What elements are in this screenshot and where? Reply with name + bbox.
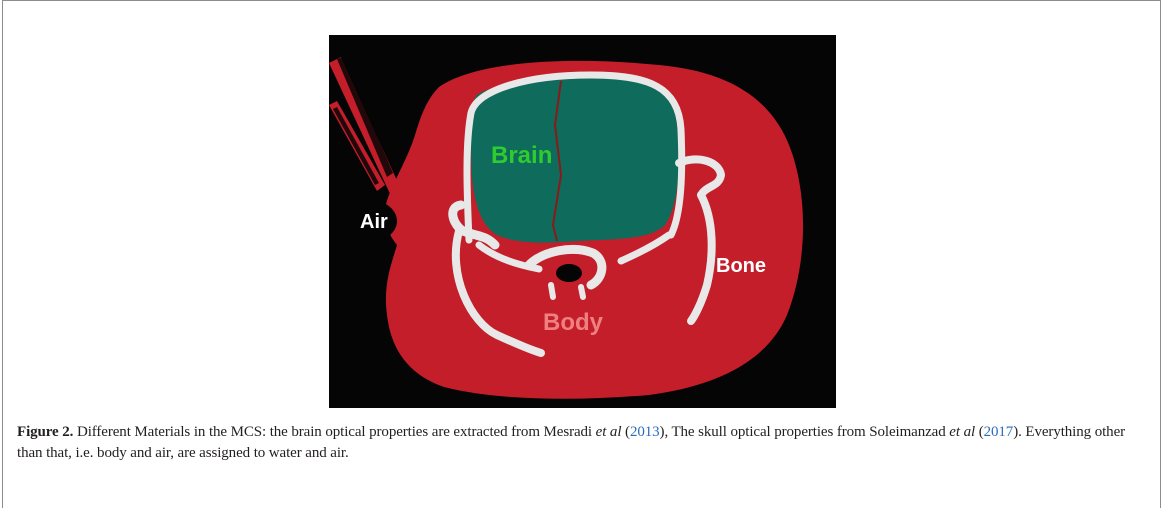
spinal-canal xyxy=(556,264,582,282)
caption-paren-open-2: ( xyxy=(975,424,984,440)
citation-link-2013[interactable]: 2013 xyxy=(630,424,660,440)
caption-text-2: ), The skull optical properties from Sol… xyxy=(660,424,950,440)
figure-image: Brain Air Bone Body xyxy=(329,35,836,408)
citation-link-2017[interactable]: 2017 xyxy=(984,424,1014,440)
caption-text-1: Different Materials in the MCS: the brai… xyxy=(73,424,595,440)
bone-label: Bone xyxy=(716,255,766,277)
caption-etal-2: et al xyxy=(949,424,975,440)
caption-paren-open-1: ( xyxy=(621,424,630,440)
brain-label: Brain xyxy=(491,142,552,169)
air-label: Air xyxy=(360,211,388,233)
figure-caption: Figure 2. Different Materials in the MCS… xyxy=(17,422,1147,464)
mcs-material-map: Brain Air Bone Body xyxy=(329,35,836,408)
body-label: Body xyxy=(543,309,604,336)
caption-etal-1: et al xyxy=(596,424,622,440)
figure-number: Figure 2. xyxy=(17,424,73,440)
